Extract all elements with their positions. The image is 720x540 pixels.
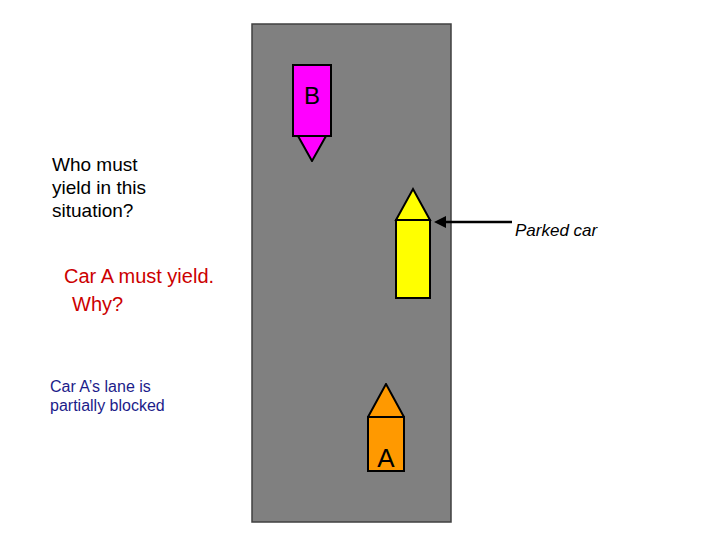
car-b: B	[292, 64, 332, 162]
why-text: Why?	[72, 292, 172, 316]
parked-car	[396, 189, 430, 298]
reason-text: Car A’s lane is partially blocked	[50, 377, 202, 415]
road	[252, 24, 451, 522]
parked-car-label: Parked car	[515, 221, 715, 241]
question-text: Who must yield in this situation?	[52, 154, 174, 222]
car-letter: A	[367, 445, 405, 471]
car-shape	[292, 64, 332, 162]
leader-arrow	[434, 216, 512, 228]
car-letter: B	[292, 84, 332, 108]
answer-text: Car A must yield.	[64, 264, 234, 288]
car-a: A	[367, 383, 405, 472]
